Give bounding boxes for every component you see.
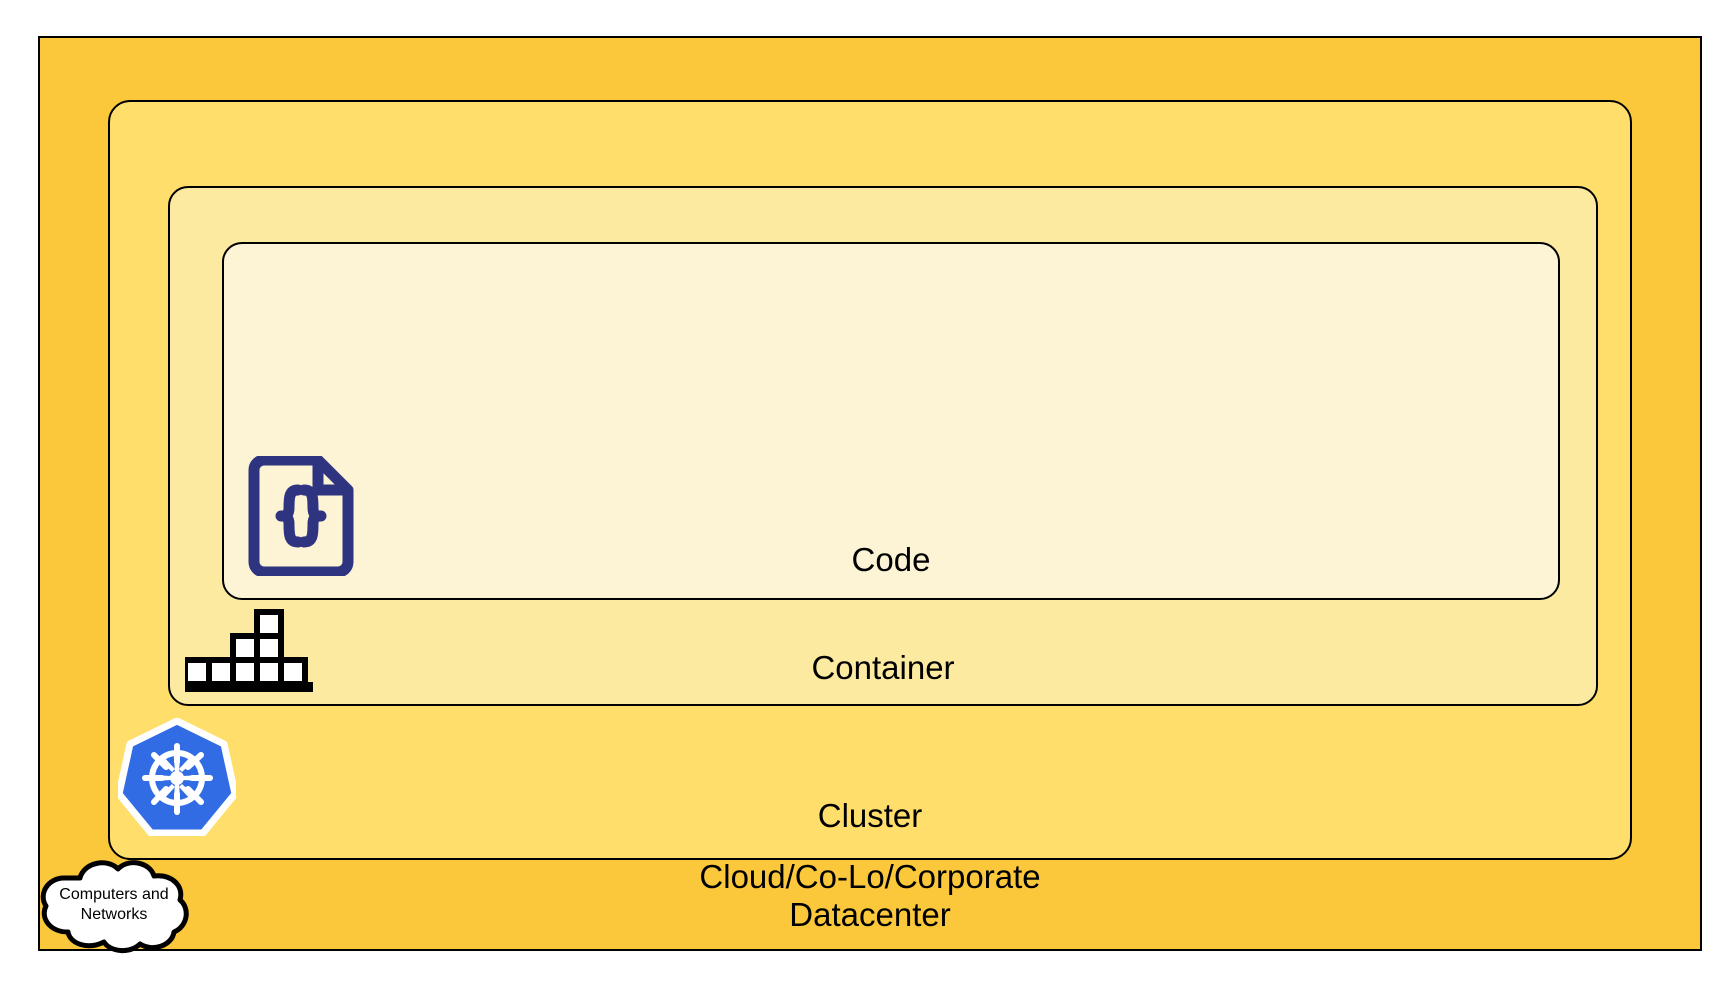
layer-code-label: Code — [851, 541, 931, 579]
layer-code[interactable]: Code — [222, 242, 1560, 600]
layer-cluster-label: Cluster — [817, 797, 923, 835]
layer-datacenter-label: Cloud/Co-Lo/Corporate Datacenter — [699, 857, 1041, 934]
cloud-shape-icon — [40, 860, 189, 953]
layer-container-label: Container — [811, 649, 955, 687]
container-boxes-icon — [182, 608, 315, 693]
code-braces-document-icon — [244, 454, 354, 578]
kubernetes-helm-icon — [115, 717, 239, 837]
computers-and-networks-cloud[interactable]: Computers and Networks — [36, 856, 192, 954]
